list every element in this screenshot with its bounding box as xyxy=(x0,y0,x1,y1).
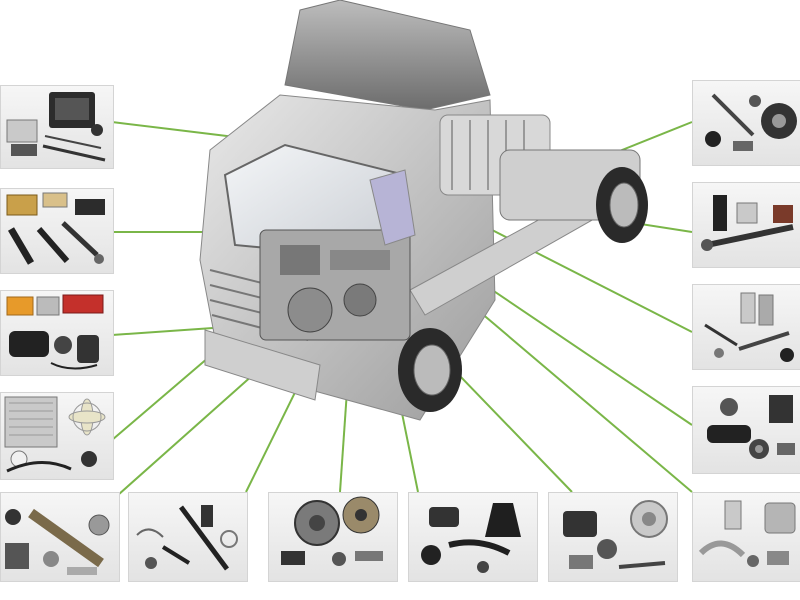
leader-line xyxy=(479,311,693,493)
parts-panel-exhaust-and-fittings xyxy=(692,492,800,582)
parts-panel-brake-discs xyxy=(548,492,678,582)
parts-panel-clutch-discs xyxy=(268,492,398,582)
parts-panel-lamps-and-electrical xyxy=(0,290,114,376)
parts-panel-injectors-and-sensors xyxy=(692,284,800,370)
front-bumper xyxy=(204,329,321,401)
parts-panel-mounts-and-brackets xyxy=(692,386,800,474)
parts-panel-seals-and-bearings xyxy=(692,80,800,166)
parts-panel-steering-rods xyxy=(128,492,248,582)
parts-panel-radiator-and-cooling xyxy=(0,392,114,480)
parts-panel-suspension-arms xyxy=(692,182,800,268)
rear-wheel xyxy=(596,167,648,243)
truck-cutaway-illustration xyxy=(199,0,648,421)
roof-spoiler xyxy=(284,0,491,111)
leader-line xyxy=(111,327,214,336)
parts-panel-engine-components xyxy=(0,492,120,582)
parts-panel-shocks-and-filters xyxy=(0,188,114,274)
leader-line xyxy=(111,121,236,138)
parts-panel-cab-electronics xyxy=(0,85,114,169)
front-wheel xyxy=(398,328,462,412)
driver-seat xyxy=(369,169,416,246)
parts-panel-rubber-boots-and-hoses xyxy=(408,492,538,582)
engine-block xyxy=(259,229,411,341)
